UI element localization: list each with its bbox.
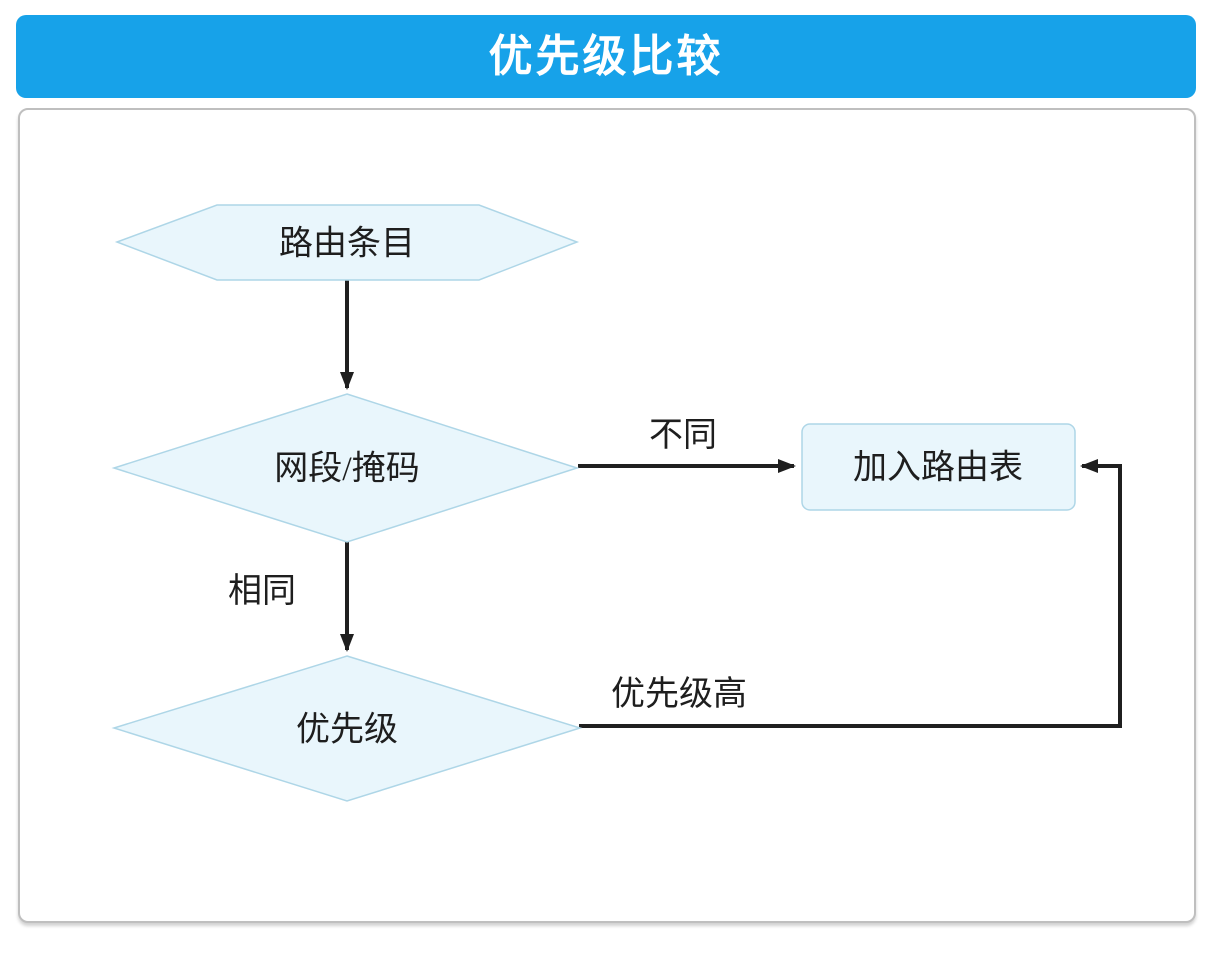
flowchart-panel: 不同 相同 优先级高 路由条目 网段/掩码 加入路由表 优先级	[18, 108, 1196, 923]
page-title: 优先级比较	[488, 31, 724, 81]
header-bar: 优先级比较	[16, 15, 1196, 98]
node-add-routing-table-rect	[801, 423, 1076, 511]
node-route-entry-label: 路由条目	[279, 225, 415, 263]
edge-priority-to-routing-table	[579, 459, 1122, 728]
flowchart-canvas: 不同 相同 优先级高 路由条目 网段/掩码 加入路由表 优先级	[111, 204, 1122, 802]
node-route-entry-hexagon	[114, 204, 580, 281]
edge-label-same: 相同	[228, 572, 296, 610]
node-priority-diamond	[111, 655, 583, 802]
edge-label-higher-priority: 优先级高	[611, 675, 747, 713]
edge-label-different: 不同	[649, 417, 717, 454]
node-priority-label: 优先级	[296, 711, 398, 749]
node-network-mask-label: 网段/掩码	[274, 450, 419, 488]
node-add-routing-table-label: 加入路由表	[853, 449, 1023, 487]
node-network-mask-diamond	[111, 393, 580, 543]
